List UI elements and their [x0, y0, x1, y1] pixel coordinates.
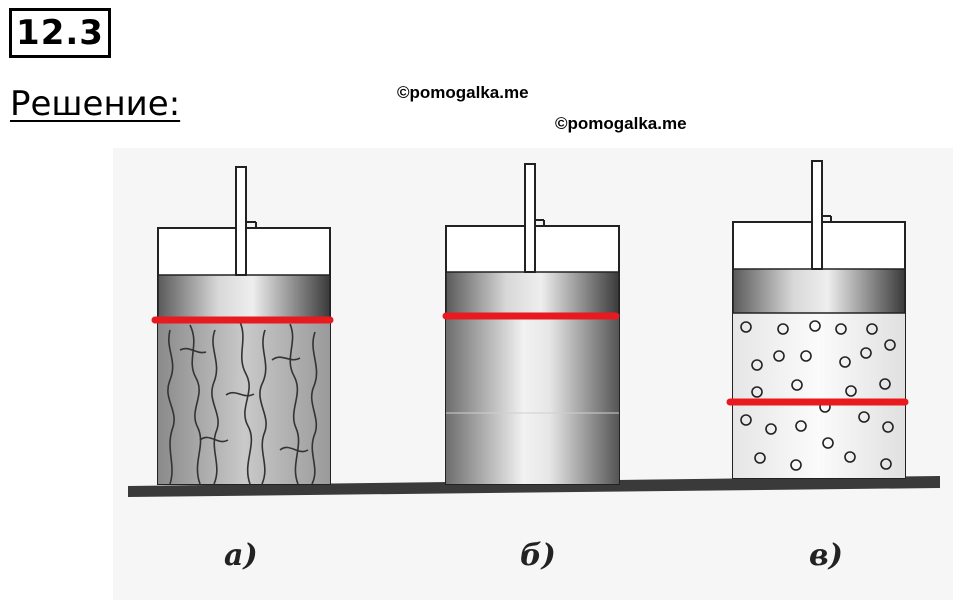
- watermark: ©pomogalka.me: [555, 114, 687, 133]
- piston: [445, 271, 620, 317]
- cylinder-b: [442, 163, 620, 485]
- piston: [732, 268, 906, 314]
- gas-contents: [733, 313, 905, 478]
- piston: [157, 274, 331, 321]
- label-c: в): [809, 538, 843, 573]
- piston-rod: [235, 166, 247, 276]
- cylinder-c: [726, 160, 909, 479]
- cylinder-a: [151, 166, 334, 485]
- solution-heading: Решение:: [10, 84, 181, 124]
- problem-number: 12.3: [16, 13, 104, 53]
- liquid-contents: [446, 316, 619, 484]
- label-b: б): [520, 538, 556, 573]
- ground: [128, 476, 940, 497]
- piston-rod: [811, 160, 823, 270]
- piston-rod: [524, 163, 536, 273]
- wood-grain: [167, 321, 318, 485]
- solid-contents: [158, 318, 330, 484]
- problem-number-box: 12.3: [9, 8, 111, 58]
- watermark: ©pomogalka.me: [397, 83, 529, 102]
- gas-particles: [740, 320, 896, 471]
- label-a: а): [224, 538, 258, 573]
